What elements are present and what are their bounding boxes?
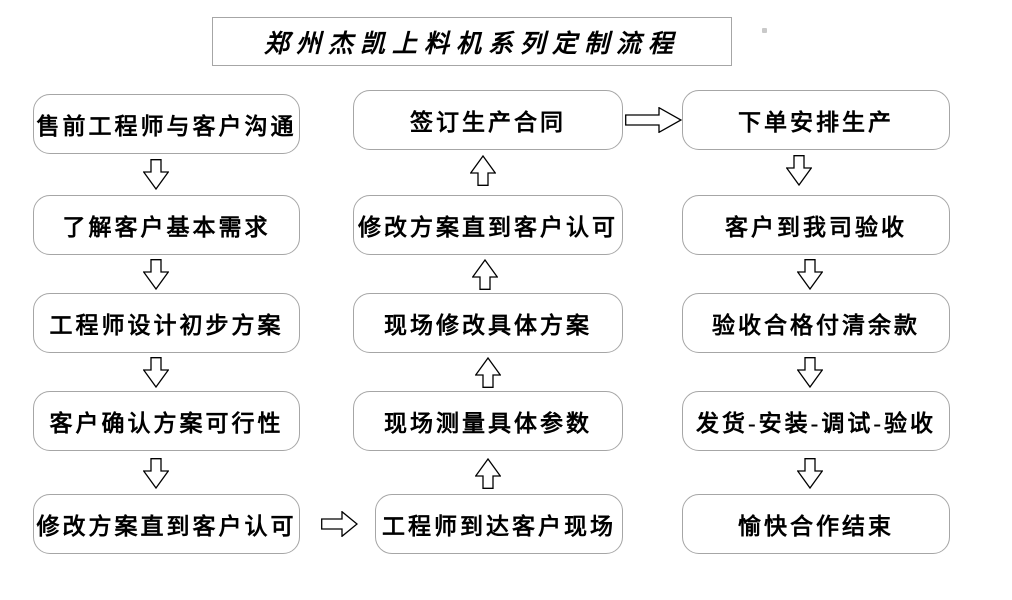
flow-node-label: 工程师到达客户现场 (382, 514, 616, 539)
arrow-down-icon (143, 159, 169, 190)
arrow-up-icon (475, 357, 501, 388)
flow-node-label: 签订生产合同 (410, 110, 566, 135)
arrow-down-icon (797, 357, 823, 388)
flow-node-label: 验收合格付清余款 (712, 313, 920, 338)
page-title: 郑州杰凯上料机系列定制流程 (263, 30, 680, 58)
flow-node-pay-balance: 验收合格付清余款 (682, 293, 950, 353)
flow-node-label: 下单安排生产 (738, 110, 894, 135)
flow-node-arrange-production: 下单安排生产 (682, 90, 950, 150)
flow-node-understand-needs: 了解客户基本需求 (33, 195, 300, 255)
flow-node-label: 发货-安装-调试-验收 (696, 411, 936, 436)
flow-node-sign-contract: 签订生产合同 (353, 90, 623, 150)
arrow-down-icon (143, 458, 169, 489)
flow-node-cooperation-end: 愉快合作结束 (682, 494, 950, 554)
flow-node-label: 客户确认方案可行性 (49, 411, 284, 436)
title-box: 郑州杰凯上料机系列定制流程 (212, 17, 732, 66)
arrow-down-icon (797, 259, 823, 290)
arrow-down-icon (797, 458, 823, 489)
arrow-up-icon (470, 155, 496, 186)
arrow-down-icon (786, 155, 812, 186)
flow-node-measure-parameters: 现场测量具体参数 (353, 391, 623, 451)
arrow-down-icon (143, 259, 169, 290)
flow-node-label: 现场测量具体参数 (384, 411, 592, 436)
flow-node-presales-communication: 售前工程师与客户沟通 (33, 94, 300, 154)
flow-node-modify-onsite-plan: 现场修改具体方案 (353, 293, 623, 353)
flow-node-revise-until-approved: 修改方案直到客户认可 (33, 494, 300, 554)
flow-node-engineer-arrives: 工程师到达客户现场 (375, 494, 623, 554)
flow-node-customer-acceptance: 客户到我司验收 (682, 195, 950, 255)
arrow-down-icon (143, 357, 169, 388)
flow-node-label: 现场修改具体方案 (384, 313, 592, 338)
flow-node-label: 修改方案直到客户认可 (36, 514, 297, 539)
flow-node-confirm-feasibility: 客户确认方案可行性 (33, 391, 300, 451)
handle-dot (762, 28, 767, 33)
arrow-up-icon (472, 259, 498, 290)
flow-node-label: 修改方案直到客户认可 (358, 215, 618, 240)
flow-node-design-preliminary-plan: 工程师设计初步方案 (33, 293, 300, 353)
arrow-up-icon (475, 458, 501, 489)
arrow-right-icon (321, 511, 358, 537)
flow-node-label: 客户到我司验收 (725, 215, 907, 240)
flow-node-revise-onsite-until-approved: 修改方案直到客户认可 (353, 195, 623, 255)
flow-node-label: 售前工程师与客户沟通 (36, 114, 297, 139)
flow-node-label: 了解客户基本需求 (62, 215, 271, 240)
flow-node-label: 工程师设计初步方案 (49, 313, 284, 338)
flow-node-ship-install-debug-accept: 发货-安装-调试-验收 (682, 391, 950, 451)
arrow-right-icon (625, 107, 682, 133)
flow-node-label: 愉快合作结束 (738, 514, 894, 539)
